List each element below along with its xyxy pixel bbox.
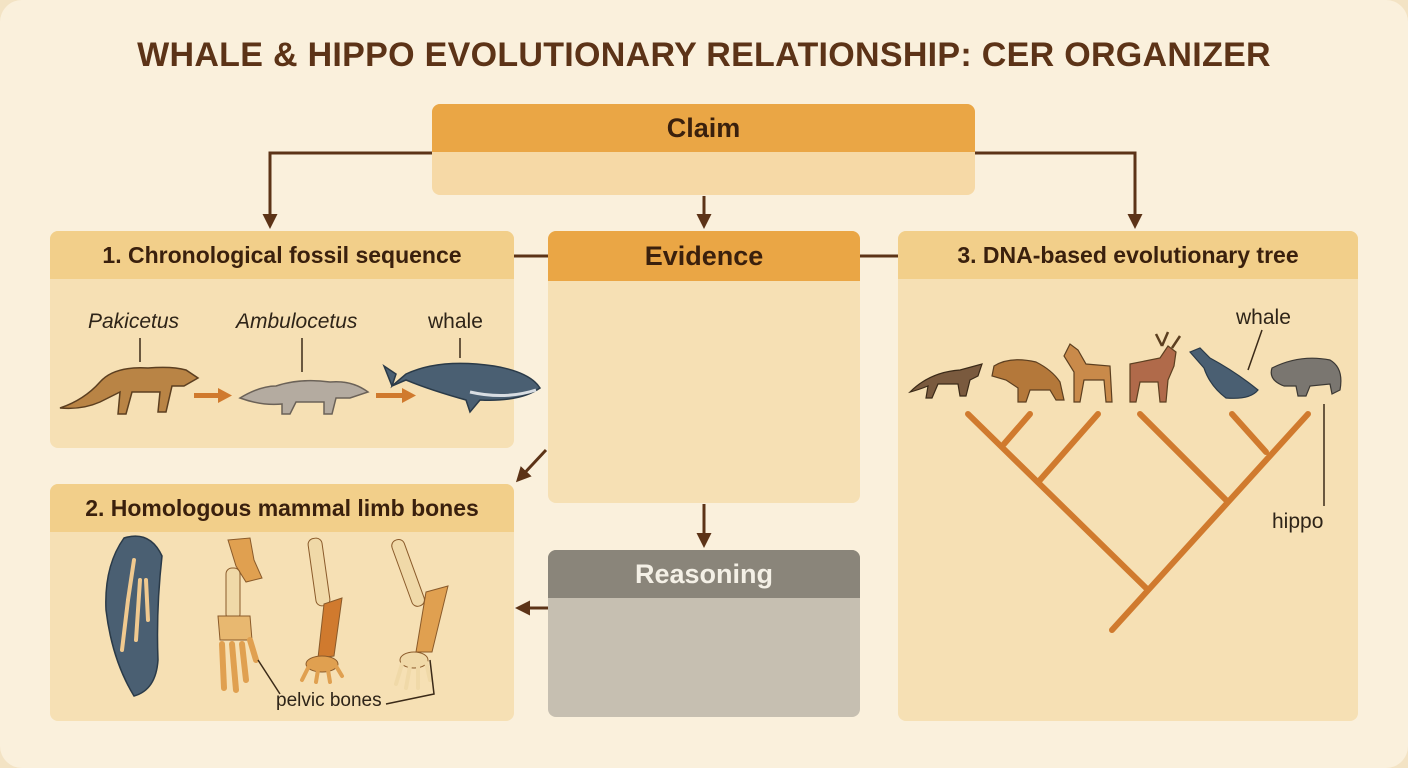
tree-branches xyxy=(965,411,1311,633)
dna-tree-heading: 3. DNA-based evolutionary tree xyxy=(898,231,1358,279)
whale-fossil-label: whale xyxy=(428,310,483,333)
tree-hippo-label: hippo xyxy=(1272,510,1324,533)
human-arm-icon xyxy=(391,538,449,690)
ambulocetus-label: Ambulocetus xyxy=(236,310,358,333)
deer-icon xyxy=(1063,343,1113,403)
pakicetus-icon xyxy=(59,366,200,415)
claim-box: Claim xyxy=(432,104,975,195)
sequence-arrows xyxy=(194,388,416,403)
dna-tree-panel: 3. DNA-based evolutionary tree xyxy=(898,231,1358,721)
hippo-icon xyxy=(1270,357,1342,397)
pelvic-bones-label: pelvic bones xyxy=(276,690,382,711)
pakicetus-label: Pakicetus xyxy=(88,310,180,333)
mongoose-icon xyxy=(908,363,983,399)
primate-arm-icon xyxy=(300,537,344,684)
pelvic-bones-leader-lines xyxy=(257,659,435,705)
claim-to-dna-arrow xyxy=(975,151,1143,229)
tree-whale-label: whale xyxy=(1236,306,1291,329)
mammal-forelimb-icon xyxy=(217,537,263,693)
ambulocetus-icon xyxy=(238,379,370,415)
reasoning-heading: Reasoning xyxy=(548,550,860,598)
evidence-box: Evidence xyxy=(548,231,860,503)
reasoning-box: Reasoning xyxy=(548,550,860,717)
bear-icon xyxy=(991,359,1065,403)
tree-whale-icon xyxy=(1188,347,1259,399)
page-title: WHALE & HIPPO EVOLUTIONARY RELATIONSHIP:… xyxy=(137,36,1271,74)
claim-heading: Claim xyxy=(432,104,975,152)
fossil-sequence-heading: 1. Chronological fossil sequence xyxy=(50,231,514,279)
elk-icon xyxy=(1129,331,1182,403)
whale-flipper-icon xyxy=(105,535,163,697)
whale-icon xyxy=(382,362,542,414)
evidence-to-limb-arrow xyxy=(515,448,548,483)
evidence-heading: Evidence xyxy=(548,231,860,281)
limb-bones-heading: 2. Homologous mammal limb bones xyxy=(50,484,514,532)
claim-to-fossil-arrow xyxy=(262,151,434,229)
